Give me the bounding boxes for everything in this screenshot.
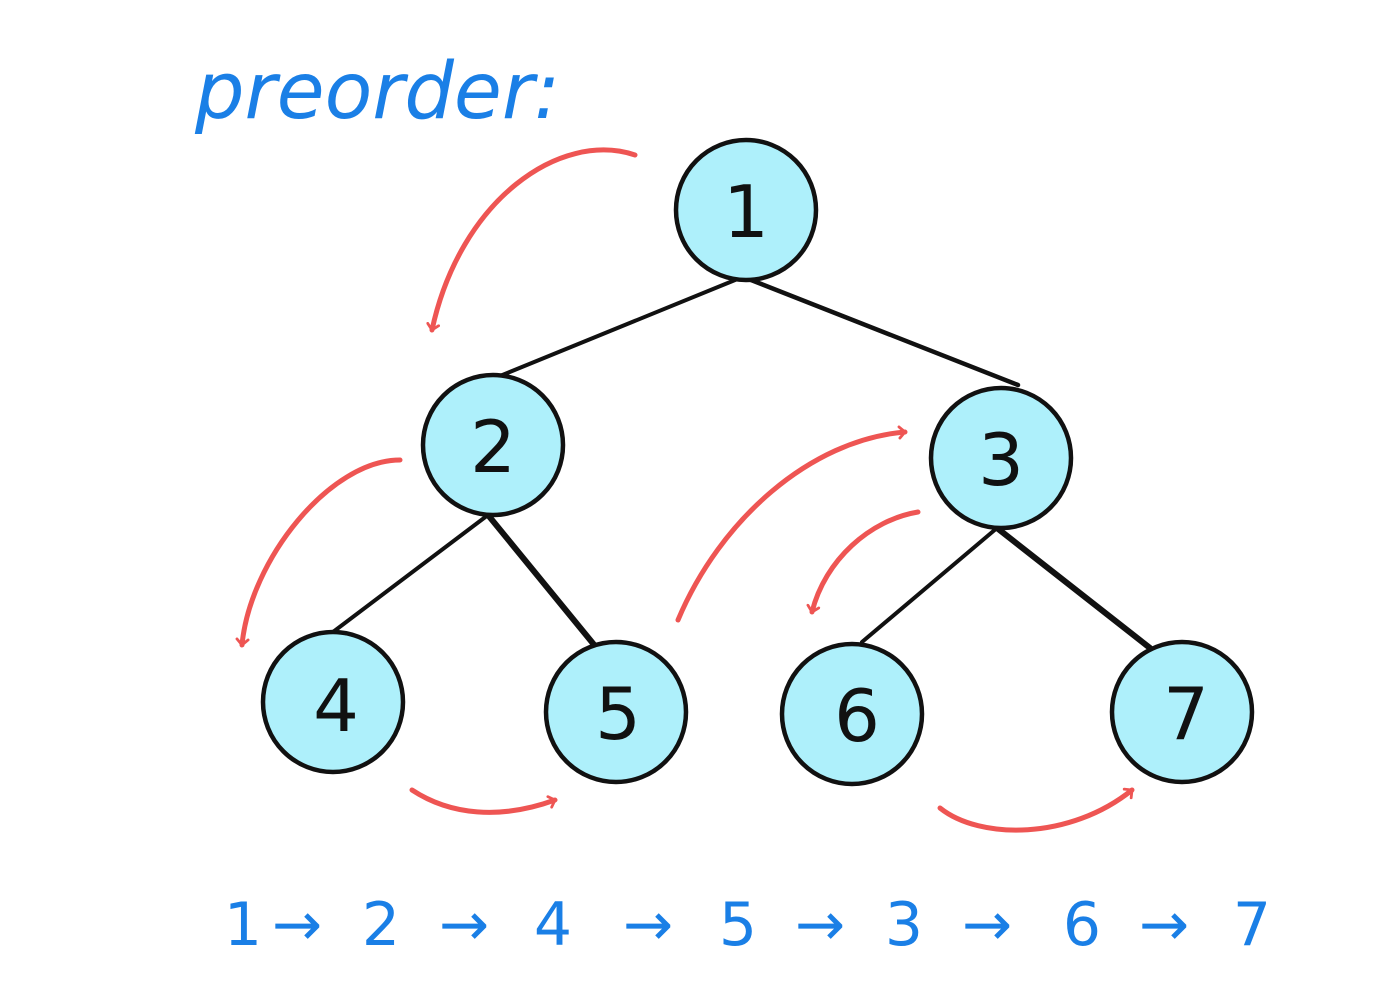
tree-node-2: 2 <box>420 372 566 518</box>
arrow-1-to-2 <box>426 147 638 333</box>
tree-nodes: 1 2 3 4 5 6 7 <box>260 137 1255 787</box>
sequence-arrow: → <box>1139 890 1189 960</box>
sequence-arrow: → <box>623 890 673 960</box>
tree-node-7: 7 <box>1109 639 1255 785</box>
node-label: 5 <box>595 672 641 756</box>
arrow-6-to-7 <box>937 787 1135 833</box>
edge-3-6 <box>860 526 999 644</box>
sequence-item: 2 <box>362 890 400 960</box>
diagram-title: preorder: <box>194 47 560 137</box>
sequence-item: 3 <box>885 890 923 960</box>
tree-edges <box>331 275 1153 655</box>
node-label: 7 <box>1163 672 1209 756</box>
arrow-2-to-4 <box>235 457 403 648</box>
edge-1-3 <box>743 275 1021 388</box>
edge-1-2 <box>493 276 742 380</box>
tree-node-5: 5 <box>543 639 689 785</box>
sequence-item: 6 <box>1063 890 1101 960</box>
sequence-item: 7 <box>1233 890 1271 960</box>
edge-3-7 <box>994 525 1153 651</box>
tree-node-1: 1 <box>673 137 819 283</box>
traversal-arrows <box>235 147 1135 833</box>
node-label: 1 <box>723 170 769 254</box>
arrow-4-to-5 <box>409 787 558 815</box>
tree-node-3: 3 <box>928 385 1074 531</box>
arrow-5-to-3 <box>675 425 908 623</box>
edge-2-5 <box>485 512 603 655</box>
node-label: 6 <box>834 674 880 758</box>
traversal-sequence: 1 → 2 → 4 → 5 → 3 → 6 → 7 <box>224 890 1271 960</box>
tree-node-4: 4 <box>260 629 406 775</box>
sequence-item: 5 <box>719 890 757 960</box>
sequence-arrow: → <box>272 890 322 960</box>
sequence-arrow: → <box>795 890 845 960</box>
tree-node-6: 6 <box>779 641 925 787</box>
node-label: 2 <box>470 405 516 489</box>
node-label: 3 <box>978 418 1024 502</box>
node-label: 4 <box>313 664 359 748</box>
sequence-item: 1 <box>224 890 262 960</box>
sequence-arrow: → <box>962 890 1012 960</box>
arrow-3-to-6 <box>806 509 921 615</box>
sequence-item: 4 <box>534 890 572 960</box>
sequence-arrow: → <box>439 890 489 960</box>
edge-2-4 <box>331 513 490 634</box>
